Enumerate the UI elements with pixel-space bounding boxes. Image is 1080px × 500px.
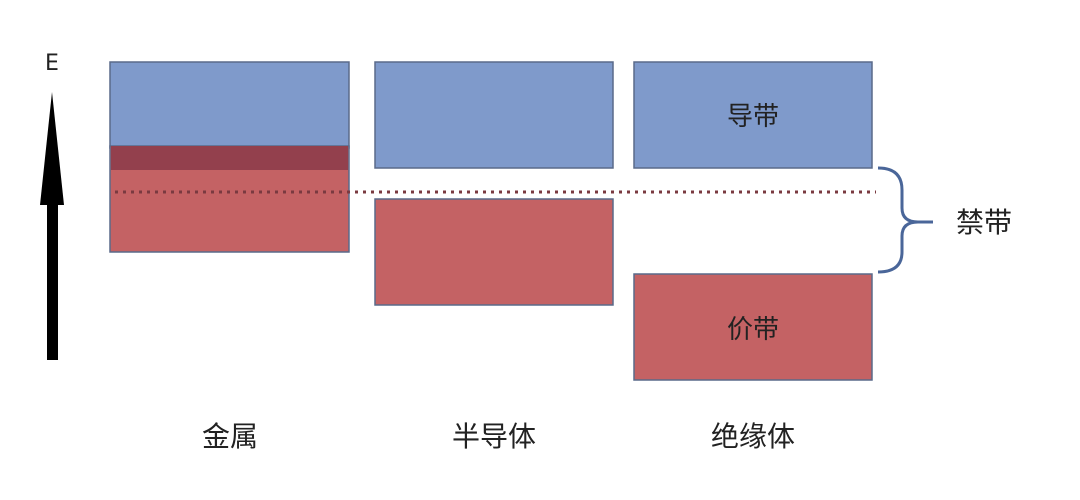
energy-arrow: [40, 92, 64, 360]
metal-overlap-band: [111, 146, 348, 170]
insulator-valence-band: [633, 273, 873, 381]
insulator-conduction-band: [633, 61, 873, 169]
energy-axis-label: E: [45, 51, 59, 76]
column-label-metal: 金属: [202, 420, 258, 453]
semiconductor-conduction-band: [374, 61, 614, 169]
conduction-band-label: 导带: [727, 102, 779, 132]
band-gap-brace: [877, 166, 933, 274]
column-label-insulator: 绝缘体: [711, 420, 795, 453]
metal-conduction-band: [109, 61, 350, 149]
metal-bands: [109, 61, 350, 253]
valence-band-label: 价带: [727, 315, 779, 345]
band-gap-label: 禁带: [956, 206, 1012, 239]
column-label-semiconductor: 半导体: [452, 420, 536, 453]
semiconductor-valence-band: [374, 198, 614, 306]
